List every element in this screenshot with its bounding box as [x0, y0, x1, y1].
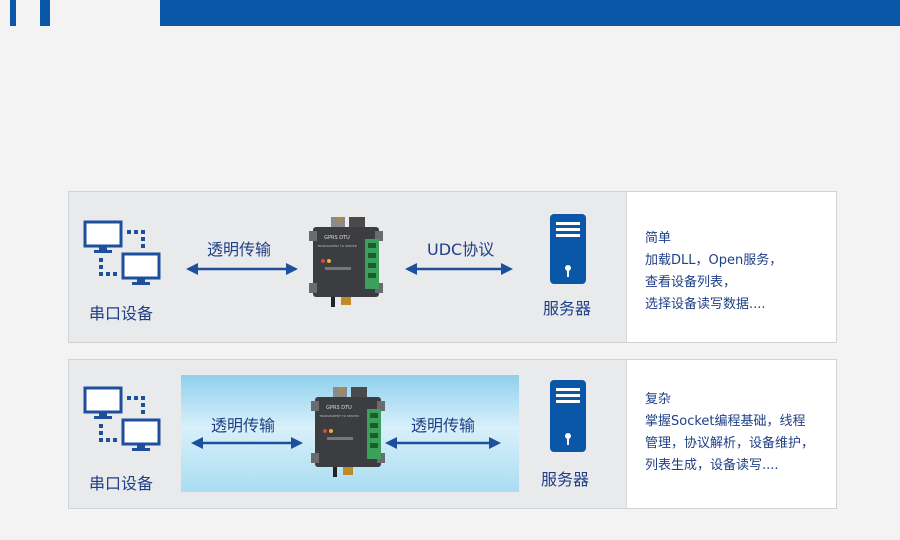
server-label: 服务器 [541, 470, 590, 489]
description-text: 复杂 掌握Socket编程基础，线程 管理，协议解析，设备维护， 列表生成，设备… [645, 389, 814, 477]
dtu-device-icon: GPRS DTU TRANSPARENT TO SERVER [309, 217, 383, 307]
description-panel: 简单 加载DLL，Open服务， 查看设备列表， 选择设备读写数据.... [626, 192, 836, 342]
description-line: 掌握Socket编程基础，线程 [645, 414, 806, 429]
description-line: 选择设备读写数据.... [645, 297, 766, 312]
description-line: 简单 [645, 231, 672, 246]
serial-device-label: 串口设备 [89, 474, 154, 493]
description-panel: 复杂 掌握Socket编程基础，线程 管理，协议解析，设备维护， 列表生成，设备… [626, 360, 836, 508]
monitor-icon [121, 252, 161, 285]
description-line: 加载DLL，Open服务， [645, 253, 783, 268]
description-line: 查看设备列表， [645, 275, 737, 290]
server-icon [550, 214, 586, 284]
description-line: 列表生成，设备读写.... [645, 458, 779, 473]
double-arrow-icon [405, 263, 513, 275]
double-arrow-icon [191, 437, 303, 449]
svg-text:GPRS DTU: GPRS DTU [324, 235, 350, 241]
description-line: 复杂 [645, 392, 672, 407]
top-banner [0, 0, 900, 26]
dotted-link-icon [99, 396, 145, 442]
diagram-area: 串口设备 透明传输 GPRS DTU TRANSPARENT TO SERVER… [69, 360, 626, 508]
link-left-label: 透明传输 [207, 240, 272, 259]
serial-device-label: 串口设备 [89, 304, 154, 323]
description-text: 简单 加载DLL，Open服务， 查看设备列表， 选择设备读写数据.... [645, 228, 782, 316]
banner-mark [10, 0, 16, 26]
svg-text:TRANSPARENT TO SERVER: TRANSPARENT TO SERVER [318, 414, 359, 418]
diagram-area: 串口设备 透明传输 GPRS DTU TRANSPARENT TO SERVER… [69, 192, 626, 342]
link-right-label: UDC协议 [427, 240, 495, 259]
description-line: 管理，协议解析，设备维护， [645, 436, 815, 451]
comparison-row-complex: 串口设备 透明传输 GPRS DTU TRANSPARENT TO SERVER… [68, 359, 837, 509]
monitor-icon [121, 418, 161, 451]
monitor-icon [83, 386, 123, 419]
link-right-label: 透明传输 [411, 416, 476, 435]
svg-text:GPRS DTU: GPRS DTU [326, 405, 352, 411]
server-icon [550, 380, 586, 452]
dotted-link-icon [99, 230, 145, 276]
double-arrow-icon [385, 437, 501, 449]
banner-mark [40, 0, 50, 26]
link-left-label: 透明传输 [211, 416, 276, 435]
svg-text:TRANSPARENT TO SERVER: TRANSPARENT TO SERVER [316, 244, 357, 248]
monitor-icon [83, 220, 123, 253]
banner-notch [0, 0, 160, 26]
server-label: 服务器 [543, 299, 592, 318]
double-arrow-icon [186, 263, 298, 275]
dtu-device-icon: GPRS DTU TRANSPARENT TO SERVER [311, 387, 385, 477]
comparison-row-simple: 串口设备 透明传输 GPRS DTU TRANSPARENT TO SERVER… [68, 191, 837, 343]
